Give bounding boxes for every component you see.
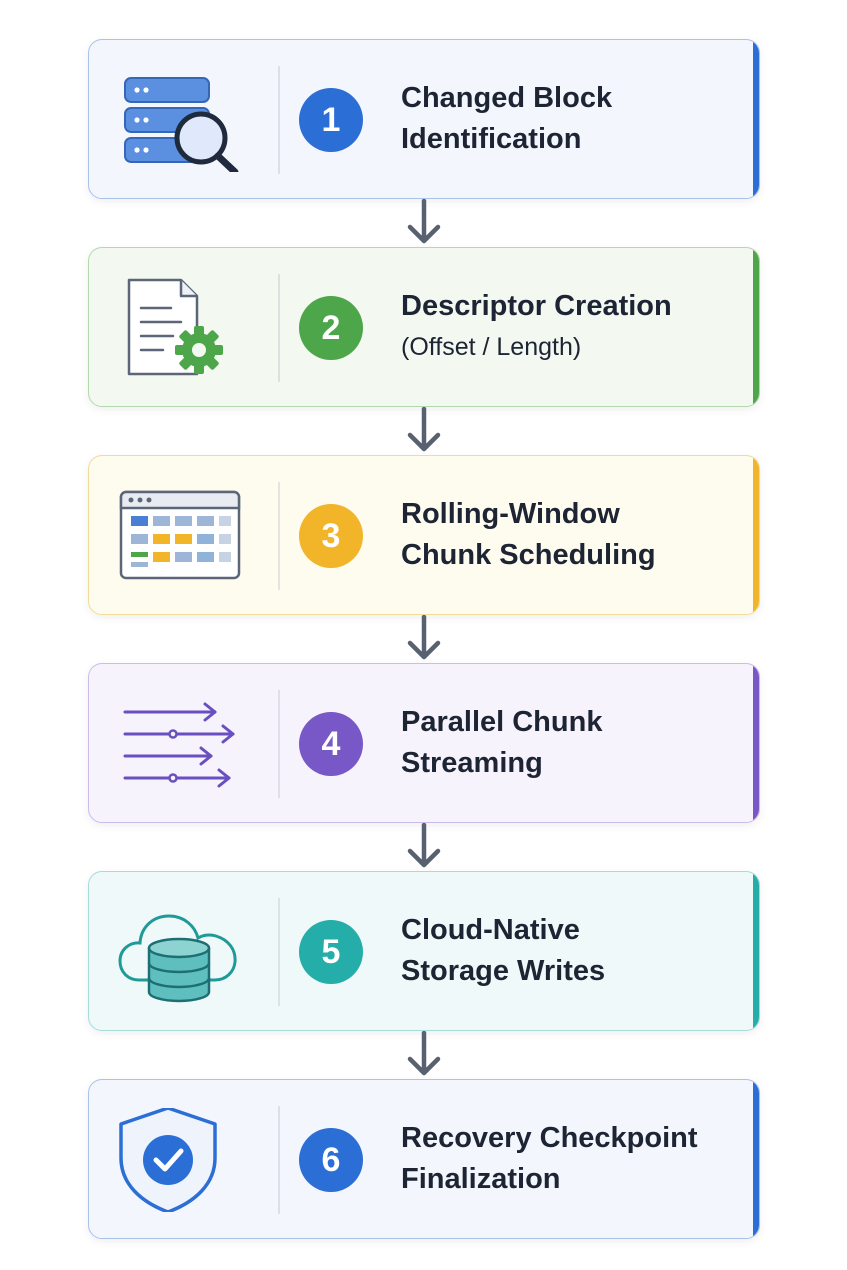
step-title: Recovery Checkpoint Finalization	[401, 1080, 739, 1238]
step-title-line-2: Storage Writes	[401, 955, 606, 987]
step-number-badge: 1	[299, 88, 363, 152]
divider	[278, 66, 280, 174]
step-card-5: 5 Cloud-Native Storage Writes	[88, 871, 760, 1031]
step-card-3: 3 Rolling-Window Chunk Scheduling	[88, 455, 760, 615]
flow-arrow	[404, 199, 444, 247]
shield-check-icon	[115, 1108, 245, 1212]
parallel-arrows-icon	[115, 692, 245, 796]
step-number-badge: 4	[299, 712, 363, 776]
step-title: Cloud-Native Storage Writes	[401, 872, 739, 1030]
step-number-badge: 6	[299, 1128, 363, 1192]
step-title-line-2: Chunk Scheduling	[401, 539, 656, 571]
divider	[278, 482, 280, 590]
step-title-line-2: (Offset / Length)	[401, 333, 582, 361]
step-card-4: 4 Parallel Chunk Streaming	[88, 663, 760, 823]
step-title: Changed Block Identification	[401, 40, 739, 198]
cloud-database-icon	[115, 900, 245, 1004]
step-title-line-1: Parallel Chunk	[401, 706, 603, 738]
divider	[278, 898, 280, 1006]
step-title-line-1: Changed Block	[401, 82, 613, 114]
step-card-2: 2 Descriptor Creation (Offset / Length)	[88, 247, 760, 407]
step-title: Rolling-Window Chunk Scheduling	[401, 456, 739, 614]
document-gear-icon	[115, 276, 245, 380]
step-title-line-2: Streaming	[401, 747, 543, 779]
step-number-badge: 5	[299, 920, 363, 984]
step-title-line-1: Descriptor Creation	[401, 290, 672, 322]
divider	[278, 1106, 280, 1214]
step-title-line-1: Cloud-Native	[401, 914, 580, 946]
step-card-1: 1 Changed Block Identification	[88, 39, 760, 199]
divider	[278, 274, 280, 382]
flow-arrow	[404, 1031, 444, 1079]
flow-arrow	[404, 407, 444, 455]
divider	[278, 690, 280, 798]
step-title-line-2: Finalization	[401, 1163, 561, 1195]
flow-arrow	[404, 615, 444, 663]
step-number-badge: 3	[299, 504, 363, 568]
step-title-line-2: Identification	[401, 123, 582, 155]
flow-arrow	[404, 823, 444, 871]
schedule-grid-icon	[115, 484, 245, 588]
step-number-badge: 2	[299, 296, 363, 360]
step-title-line-1: Rolling-Window	[401, 498, 620, 530]
step-title: Parallel Chunk Streaming	[401, 664, 739, 822]
server-search-icon	[115, 68, 245, 172]
step-title: Descriptor Creation (Offset / Length)	[401, 248, 739, 406]
step-card-6: 6 Recovery Checkpoint Finalization	[88, 1079, 760, 1239]
step-title-line-1: Recovery Checkpoint	[401, 1122, 698, 1154]
